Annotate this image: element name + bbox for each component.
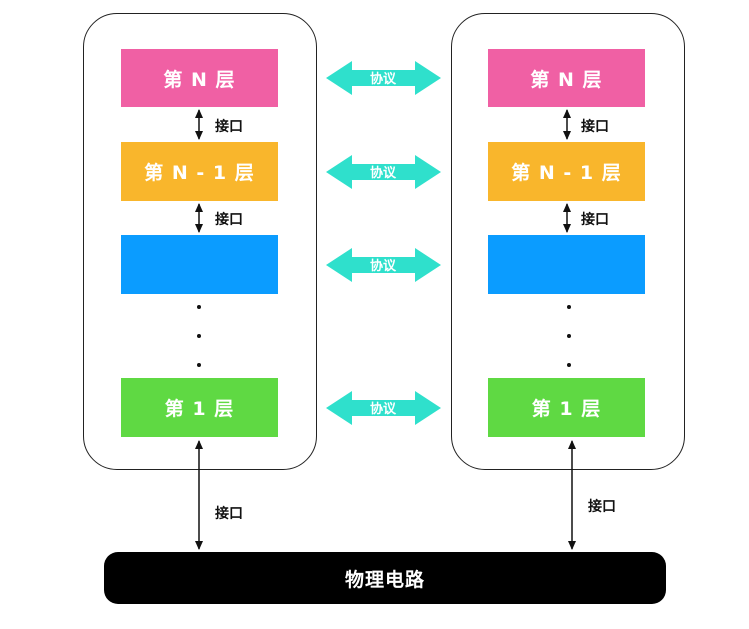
left-layer-n-minus-1: 第 N - 1 层	[121, 142, 278, 201]
right-layer-n: 第 N 层	[488, 49, 645, 107]
left-ellipsis-dot	[197, 305, 201, 309]
protocol-label: 协议	[370, 71, 397, 87]
right-ellipsis-dot	[567, 305, 571, 309]
right-interface-label-bottom: 接口	[588, 499, 616, 515]
left-interface-label-mid: 接口	[215, 212, 243, 228]
left-ellipsis-dot	[197, 334, 201, 338]
physical-circuit: 物理电路	[104, 552, 666, 604]
left-layer-1: 第 1 层	[121, 378, 278, 437]
left-interface-label-top: 接口	[215, 119, 243, 135]
left-ellipsis-dot	[197, 363, 201, 367]
left-layer-n: 第 N 层	[121, 49, 278, 107]
right-ellipsis-dot	[567, 334, 571, 338]
protocol-label: 协议	[370, 401, 397, 417]
right-layer-blank	[488, 235, 645, 294]
right-layer-n-minus-1: 第 N - 1 层	[488, 142, 645, 201]
right-interface-label-top: 接口	[581, 119, 609, 135]
protocol-label: 协议	[370, 258, 397, 274]
left-layer-blank	[121, 235, 278, 294]
left-interface-label-bottom: 接口	[215, 506, 243, 522]
protocol-arrow-n-minus-1: 协议	[326, 155, 441, 189]
protocol-arrow-1: 协议	[326, 391, 441, 425]
protocol-arrow-n: 协议	[326, 61, 441, 95]
right-ellipsis-dot	[567, 363, 571, 367]
protocol-label: 协议	[370, 165, 397, 181]
right-layer-1: 第 1 层	[488, 378, 645, 437]
protocol-arrow-blank: 协议	[326, 248, 441, 282]
right-interface-label-mid: 接口	[581, 212, 609, 228]
